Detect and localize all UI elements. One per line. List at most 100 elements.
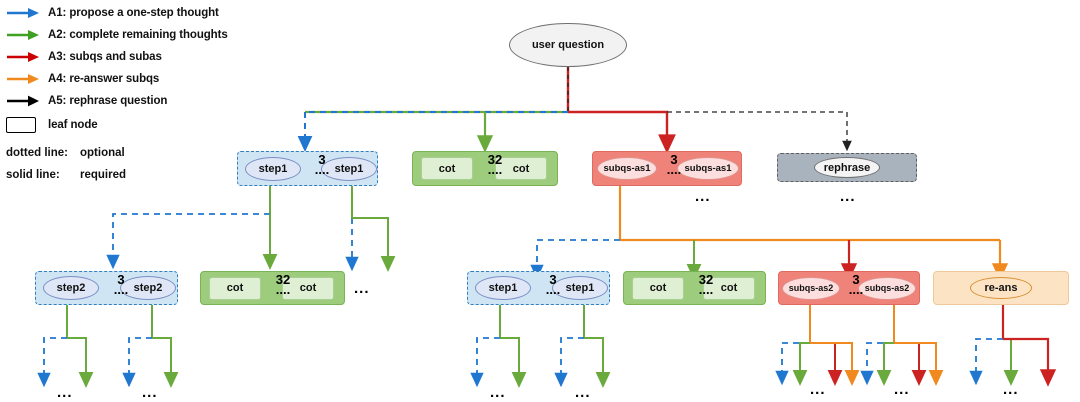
group-level2-rephrase[interactable]: rephrase [777, 153, 917, 182]
count-level2-subqs-num: 3 [670, 152, 678, 167]
count-level3-subqs2-num: 3 [852, 272, 860, 287]
node-cot-e[interactable]: cot [632, 276, 684, 300]
legend-label-a3: A3: subqs and subas [48, 51, 162, 63]
count-level3-cot-a-num: 32 [275, 272, 291, 287]
node-user-question-label: user question [531, 39, 605, 51]
group-level2-cot[interactable]: cot 32 .... cot [412, 151, 558, 186]
node-cot-c[interactable]: cot [209, 276, 261, 300]
legend-row-dotted: dotted line: optional [6, 142, 236, 164]
node-step1-b-label: step1 [334, 162, 364, 175]
group-level3-step2[interactable]: step2 3 .... step2 [35, 271, 178, 305]
count-level3-step2-num: 3 [117, 272, 125, 287]
arrow-black-icon [7, 95, 39, 107]
legend-key-solid: solid line: [6, 169, 60, 181]
legend-label-a1: A1: propose a one-step thought [48, 7, 219, 19]
legend-key-dotted: dotted line: [6, 147, 68, 159]
node-step1-a[interactable]: step1 [245, 156, 301, 181]
group-level3-cot-a[interactable]: cot 32 .... cot [200, 271, 345, 305]
legend-row-solid: solid line: required [6, 164, 236, 186]
count-level3-cot-a: 32 .... [267, 272, 299, 296]
node-step2-a[interactable]: step2 [43, 276, 99, 300]
count-level3-step2-dots: .... [113, 282, 129, 297]
node-step2-b[interactable]: step2 [120, 276, 176, 300]
node-cot-f-label: cot [720, 282, 738, 294]
count-level2-step1-dots: .... [314, 162, 330, 177]
ellipsis-leaf-4: ... [575, 384, 591, 401]
legend-row-a2: A2: complete remaining thoughts [6, 24, 236, 46]
count-level3-cot-b-dots: .... [698, 282, 714, 297]
node-cot-c-label: cot [226, 282, 244, 294]
legend-row-a4: A4: re-answer subqs [6, 68, 236, 90]
group-level3-subqs2[interactable]: subqs-as2 3 .... subqs-as2 [778, 271, 920, 305]
legend-label-leaf: leaf node [48, 119, 98, 131]
count-level3-step1-num: 3 [549, 272, 557, 287]
node-step1-c-label: step1 [488, 282, 518, 294]
count-level2-cot-num: 32 [487, 152, 503, 167]
group-level2-subqs[interactable]: subqs-as1 3 .... subqs-as1 [592, 151, 742, 186]
node-cot-a-label: cot [438, 162, 456, 175]
count-level2-cot-dots: .... [487, 162, 503, 177]
group-level3-cot-b[interactable]: cot 32 .... cot [623, 271, 766, 305]
legend-label-a2: A2: complete remaining thoughts [48, 29, 228, 41]
count-level3-subqs2: 3 .... [842, 272, 870, 297]
ellipsis-level3-cot-a: ... [354, 280, 370, 297]
count-level2-subqs: 3 .... [660, 152, 688, 176]
ellipsis-under-subqs1: ... [695, 188, 711, 205]
ellipsis-leaf-5: ... [810, 381, 826, 398]
group-level3-step1[interactable]: step1 3 .... step1 [467, 271, 610, 305]
node-cot-d[interactable]: cot [282, 276, 334, 300]
ellipsis-leaf-3: ... [490, 384, 506, 401]
node-subqs-as1-a-label: subqs-as1 [603, 163, 651, 174]
ellipsis-leaf-1: ... [57, 384, 73, 401]
count-level3-subqs2-dots: .... [848, 282, 864, 297]
legend-label-a4: A4: re-answer subqs [48, 73, 160, 85]
ellipsis-leaf-6: ... [894, 381, 910, 398]
legend-row-a1: A1: propose a one-step thought [6, 2, 236, 24]
node-re-ans-label: re-ans [984, 282, 1018, 294]
count-level2-cot: 32 .... [479, 152, 511, 177]
node-cot-d-label: cot [299, 282, 317, 294]
legend: A1: propose a one-step thought A2: compl… [6, 2, 236, 186]
arrow-green-icon [7, 30, 39, 40]
node-subqs-as1-b-label: subqs-as1 [684, 163, 732, 174]
node-step2-b-label: step2 [133, 282, 163, 294]
legend-label-a5: A5: rephrase question [48, 95, 168, 107]
legend-value-dotted: optional [80, 147, 125, 159]
node-step1-d-label: step1 [565, 282, 595, 294]
node-cot-a[interactable]: cot [421, 157, 473, 180]
node-rephrase[interactable]: rephrase [814, 157, 880, 178]
node-step2-a-label: step2 [56, 282, 86, 294]
legend-row-leaf: leaf node [6, 112, 236, 138]
count-level2-step1: 3 .... [307, 152, 337, 177]
count-level3-cot-b-num: 32 [698, 272, 714, 287]
count-level3-step1: 3 .... [538, 272, 568, 297]
ellipsis-under-rephrase: ... [840, 188, 856, 205]
node-subqs-as2-b-label: subqs-as2 [864, 283, 910, 293]
node-subqs-as1-a[interactable]: subqs-as1 [597, 157, 657, 180]
node-subqs-as2-a[interactable]: subqs-as2 [782, 276, 840, 300]
node-re-ans[interactable]: re-ans [970, 277, 1032, 299]
node-step1-b[interactable]: step1 [321, 156, 377, 181]
node-user-question[interactable]: user question [509, 23, 627, 67]
node-subqs-as1-b[interactable]: subqs-as1 [677, 157, 739, 180]
node-cot-f[interactable]: cot [703, 276, 755, 300]
node-rephrase-label: rephrase [823, 161, 871, 174]
count-level2-step1-num: 3 [318, 152, 326, 167]
node-step1-c[interactable]: step1 [475, 276, 531, 300]
count-level3-cot-b: 32 .... [690, 272, 722, 297]
ellipsis-leaf-7: ... [1003, 381, 1019, 398]
node-subqs-as2-a-label: subqs-as2 [788, 283, 834, 293]
arrow-red-icon [7, 52, 39, 62]
group-level3-reans[interactable]: re-ans [933, 271, 1069, 305]
leaf-node-icon [6, 117, 36, 133]
node-subqs-as2-b[interactable]: subqs-as2 [858, 276, 916, 300]
arrow-orange-icon [7, 74, 39, 84]
node-cot-b[interactable]: cot [495, 157, 547, 180]
count-level3-step1-dots: .... [545, 282, 561, 297]
legend-row-a5: A5: rephrase question [6, 90, 236, 112]
group-level2-step1[interactable]: step1 3 .... step1 [237, 151, 378, 186]
legend-value-solid: required [80, 169, 127, 181]
node-step1-a-label: step1 [258, 162, 288, 175]
node-step1-d[interactable]: step1 [552, 276, 608, 300]
